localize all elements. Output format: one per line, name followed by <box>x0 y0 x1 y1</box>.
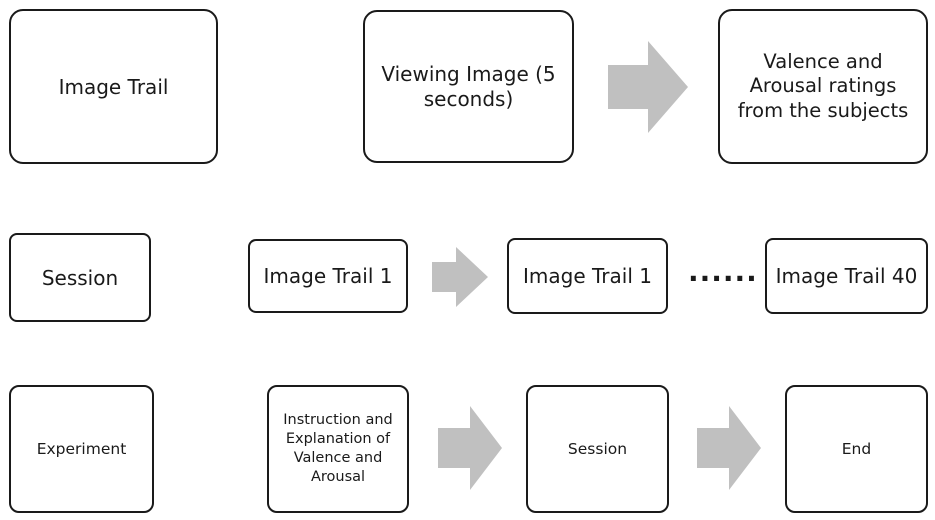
session-label-box: Session <box>9 233 151 322</box>
block-arrow-right-icon <box>697 406 761 490</box>
session-trail-first-text: Image Trail 1 <box>263 264 393 288</box>
session-trail-last-text: Image Trail 40 <box>775 264 918 288</box>
instruction-box: Instruction and Explanation of Valence a… <box>267 385 409 513</box>
experiment-session-text: Session <box>567 440 628 458</box>
ellipsis-dots: ...... <box>688 255 758 288</box>
image-trail-label: Image Trail <box>58 74 169 99</box>
viewing-image-box: Viewing Image (5 seconds) <box>363 10 574 163</box>
session-trail-second-text: Image Trail 1 <box>523 264 652 288</box>
session-trail-second-box: Image Trail 1 <box>507 238 668 314</box>
end-text: End <box>841 440 872 458</box>
experiment-label: Experiment <box>36 440 127 458</box>
ratings-text: Valence and Arousal ratings from the sub… <box>737 49 909 122</box>
experiment-session-box: Session <box>526 385 669 513</box>
end-box: End <box>785 385 928 513</box>
viewing-image-text: Viewing Image (5 seconds) <box>381 61 556 111</box>
block-arrow-right-icon <box>608 41 688 133</box>
block-arrow-right-icon <box>438 406 502 490</box>
block-arrow-right-icon <box>432 247 488 307</box>
instruction-text: Instruction and Explanation of Valence a… <box>283 412 393 485</box>
session-label: Session <box>41 265 119 290</box>
experiment-label-box: Experiment <box>9 385 154 513</box>
session-trail-first-box: Image Trail 1 <box>248 239 408 313</box>
session-trail-last-box: Image Trail 40 <box>765 238 928 314</box>
ratings-box: Valence and Arousal ratings from the sub… <box>718 9 928 164</box>
image-trail-label-box: Image Trail <box>9 9 218 164</box>
